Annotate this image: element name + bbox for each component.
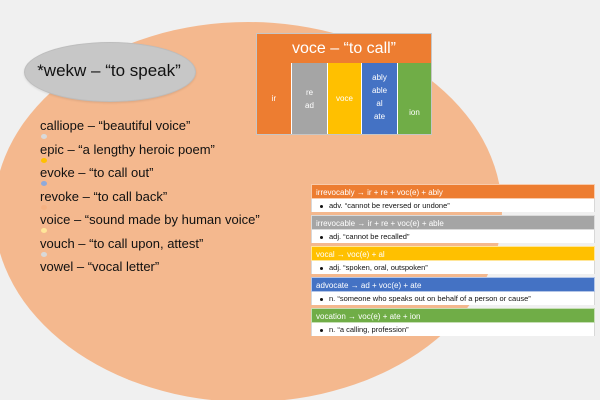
derivation-header: vocation → voc(e) + ate + ion (311, 308, 595, 323)
root-cell-voce: voce (328, 63, 362, 134)
derivation-definition: adv. “cannot be reversed or undone” (311, 199, 595, 212)
bullet-dot-icon (41, 181, 47, 186)
word-row: vouch – “to call upon, attest” (40, 236, 340, 260)
word-text: epic – “a lengthy heroic poem” (40, 141, 215, 157)
bullet-icon (320, 328, 323, 332)
bullet-dot-icon (41, 134, 47, 139)
prefix-cell-ir: ir (257, 63, 292, 134)
bullet-icon (320, 266, 323, 270)
word-row: evoke – “to call out” (40, 165, 340, 189)
derivation-list: irrevocably → ir + re + voc(e) + ably ad… (311, 184, 595, 339)
derivation-definition: adj. “cannot be recalled” (311, 230, 595, 243)
word-text: revoke – “to call back” (40, 188, 168, 204)
bullet-icon (320, 297, 323, 301)
derivation-definition: n. “someone who speaks out on behalf of … (311, 292, 595, 305)
bullet-dot-icon (41, 251, 47, 257)
word-row: epic – “a lengthy heroic poem” (40, 142, 340, 166)
word-text: vowel – “vocal letter” (40, 259, 160, 274)
derivation-header: advocate → ad + voc(e) + ate (311, 277, 595, 292)
word-row: revoke – “to call back” (40, 189, 340, 213)
word-row: calliope – “beautiful voice” (40, 118, 340, 142)
root-word: *wekw – “to speak” (37, 61, 181, 80)
morpheme-box: voce – “to call” ir re ad voce ably able… (256, 33, 432, 135)
word-list: calliope – “beautiful voice” epic – “a l… (40, 118, 340, 283)
morpheme-cells: ir re ad voce ably able al ate ion (257, 63, 431, 134)
suffix-cell-ably: ably able al ate (362, 63, 398, 134)
derivation-definition: adj. “spoken, oral, outspoken” (311, 261, 595, 274)
bullet-dot-icon (41, 228, 47, 233)
derivation-header: vocal → voc(e) + al (311, 246, 595, 261)
prefix-cell-re-ad: re ad (292, 63, 328, 134)
derivation-header: irrevocably → ir + re + voc(e) + ably (311, 184, 595, 199)
word-row: voice – “sound made by human voice” (40, 212, 340, 236)
word-text: calliope – “beautiful voice” (40, 118, 191, 133)
suffix-cell-ion: ion (398, 63, 431, 134)
word-text: evoke – “to call out” (40, 165, 154, 180)
morpheme-title: voce – “to call” (257, 34, 431, 63)
derivation-header: irrevocable → ir + re + voc(e) + able (311, 215, 595, 230)
bullet-icon (320, 235, 323, 239)
bullet-dot-icon (41, 204, 47, 210)
derivation-definition: n. “a calling, profession” (311, 323, 595, 336)
bullet-dot-icon (41, 157, 47, 163)
word-text: vouch – “to call upon, attest” (40, 235, 204, 251)
word-row: vowel – “vocal letter” (40, 259, 340, 283)
word-text: voice – “sound made by human voice” (40, 212, 260, 227)
root-oval (24, 42, 196, 102)
bullet-icon (320, 204, 323, 208)
